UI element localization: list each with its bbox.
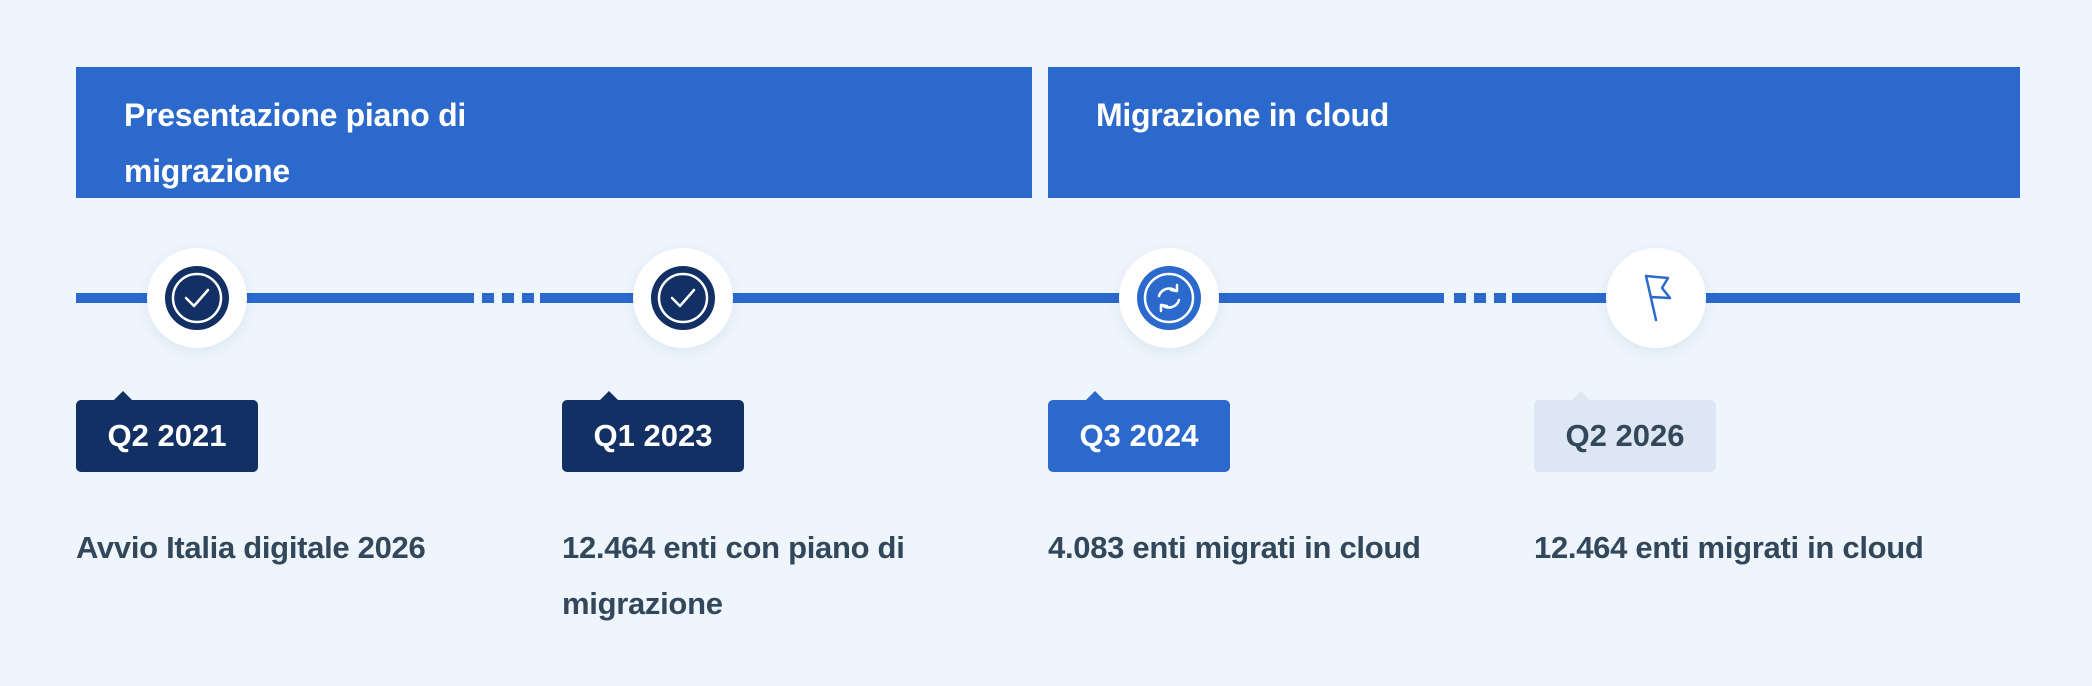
milestone-description: 4.083 enti migrati in cloud — [1048, 530, 1421, 565]
milestone-marker-2 — [633, 248, 733, 348]
date-label: Q1 2023 — [593, 418, 713, 453]
date-badge: Q1 2023 — [562, 391, 744, 472]
milestone-description: Avvio Italia digitale 2026 — [76, 530, 426, 565]
phase-header-planning: Presentazione piano di migrazione — [76, 67, 1032, 198]
timeline-gap-dots — [482, 293, 534, 303]
timeline-line — [1512, 293, 2020, 303]
phase-label: Migrazione in cloud — [1096, 97, 1389, 133]
milestone-marker-4 — [1606, 248, 1706, 348]
phase-header-migration: Migrazione in cloud — [1048, 67, 2020, 198]
phase-label: Presentazione piano di migrazione — [124, 97, 466, 189]
date-badge: Q2 2021 — [76, 391, 258, 472]
milestone-marker-1 — [147, 248, 247, 348]
timeline-line — [76, 293, 474, 303]
milestone-marker-3 — [1119, 248, 1219, 348]
milestone-description: 12.464 enti con piano di migrazione — [562, 530, 905, 621]
timeline-line — [540, 293, 1444, 303]
date-label: Q2 2026 — [1565, 418, 1685, 453]
check-icon — [651, 266, 715, 330]
timeline-gap-dots — [1454, 293, 1506, 303]
check-icon — [165, 266, 229, 330]
date-badge: Q2 2026 — [1534, 391, 1716, 472]
date-label: Q2 2021 — [107, 418, 227, 453]
date-badge: Q3 2024 — [1048, 391, 1230, 472]
sync-icon — [1137, 266, 1201, 330]
milestone-description: 12.464 enti migrati in cloud — [1534, 530, 1924, 565]
date-label: Q3 2024 — [1079, 418, 1199, 453]
flag-icon — [1624, 266, 1688, 330]
